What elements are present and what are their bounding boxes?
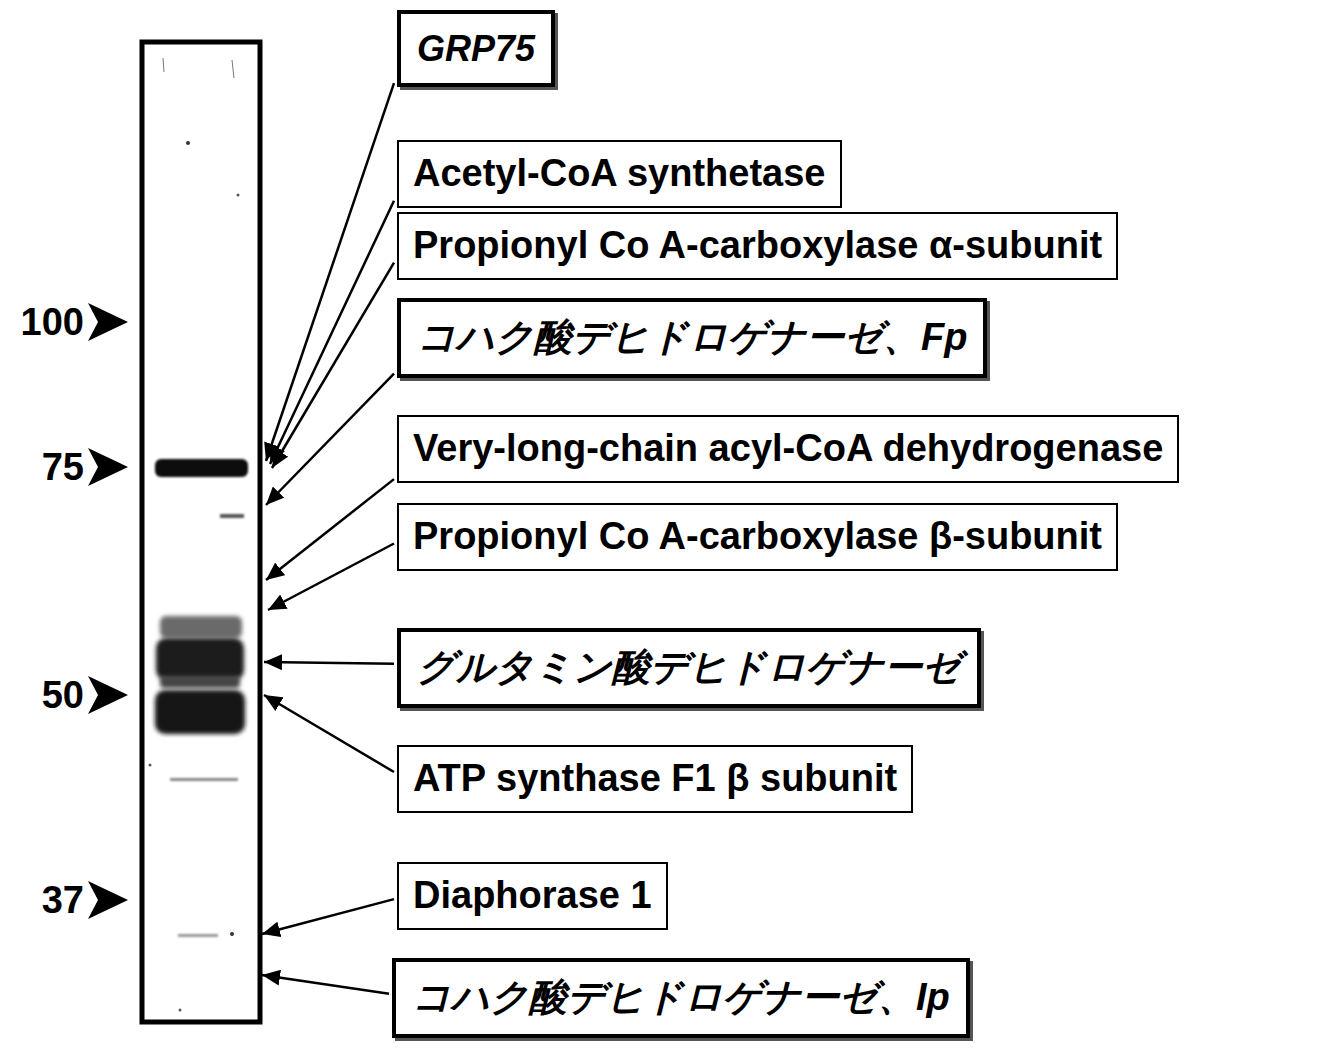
protein-name: Propionyl Co A-carboxylase β-subunit (413, 513, 1102, 561)
protein-label-box: コハク酸デヒドロゲナーゼ、Fp (397, 298, 987, 378)
protein-name: Propionyl Co A-carboxylase α-subunit (413, 222, 1102, 270)
lane-border (142, 42, 260, 1022)
protein-name: コハク酸デヒドロゲナーゼ、Fp (417, 314, 967, 362)
protein-label-box: GRP75 (397, 10, 555, 87)
size-marker: 75 (0, 444, 84, 490)
protein-label-box: Acetyl-CoA synthetase (397, 140, 842, 208)
leader-line (268, 544, 394, 611)
leader-line (266, 83, 394, 461)
size-marker: 100 (0, 299, 84, 345)
protein-label-box: Very-long-chain acyl-CoA dehydrogenase (397, 415, 1179, 483)
protein-label-box: Diaphorase 1 (397, 862, 668, 930)
leader-line (262, 975, 389, 994)
marker-arrows (88, 303, 128, 919)
protein-label-box: Propionyl Co A-carboxylase β-subunit (397, 503, 1118, 571)
leader-line (262, 899, 394, 934)
size-marker: 50 (0, 672, 84, 718)
protein-name: GRP75 (417, 26, 535, 71)
gel-bands (149, 58, 249, 1012)
leader-line (264, 695, 394, 772)
protein-label-box: Propionyl Co A-carboxylase α-subunit (397, 212, 1118, 280)
protein-name: Acetyl-CoA synthetase (413, 150, 826, 198)
leader-line (270, 201, 394, 464)
protein-label-box: ATP synthase F1 β subunit (397, 745, 913, 813)
protein-name: Diaphorase 1 (413, 872, 652, 920)
protein-name: グルタミン酸デヒドロゲナーゼ (417, 644, 961, 692)
protein-name: ATP synthase F1 β subunit (413, 755, 897, 803)
leader-line (264, 662, 394, 664)
size-marker: 37 (0, 877, 84, 923)
protein-name: Very-long-chain acyl-CoA dehydrogenase (413, 425, 1163, 473)
protein-label-box: コハク酸デヒドロゲナーゼ、Ip (392, 958, 970, 1038)
protein-name: コハク酸デヒドロゲナーゼ、Ip (412, 974, 950, 1022)
leader-line (266, 374, 394, 505)
leader-line (266, 479, 394, 580)
protein-label-box: グルタミン酸デヒドロゲナーゼ (397, 628, 981, 708)
